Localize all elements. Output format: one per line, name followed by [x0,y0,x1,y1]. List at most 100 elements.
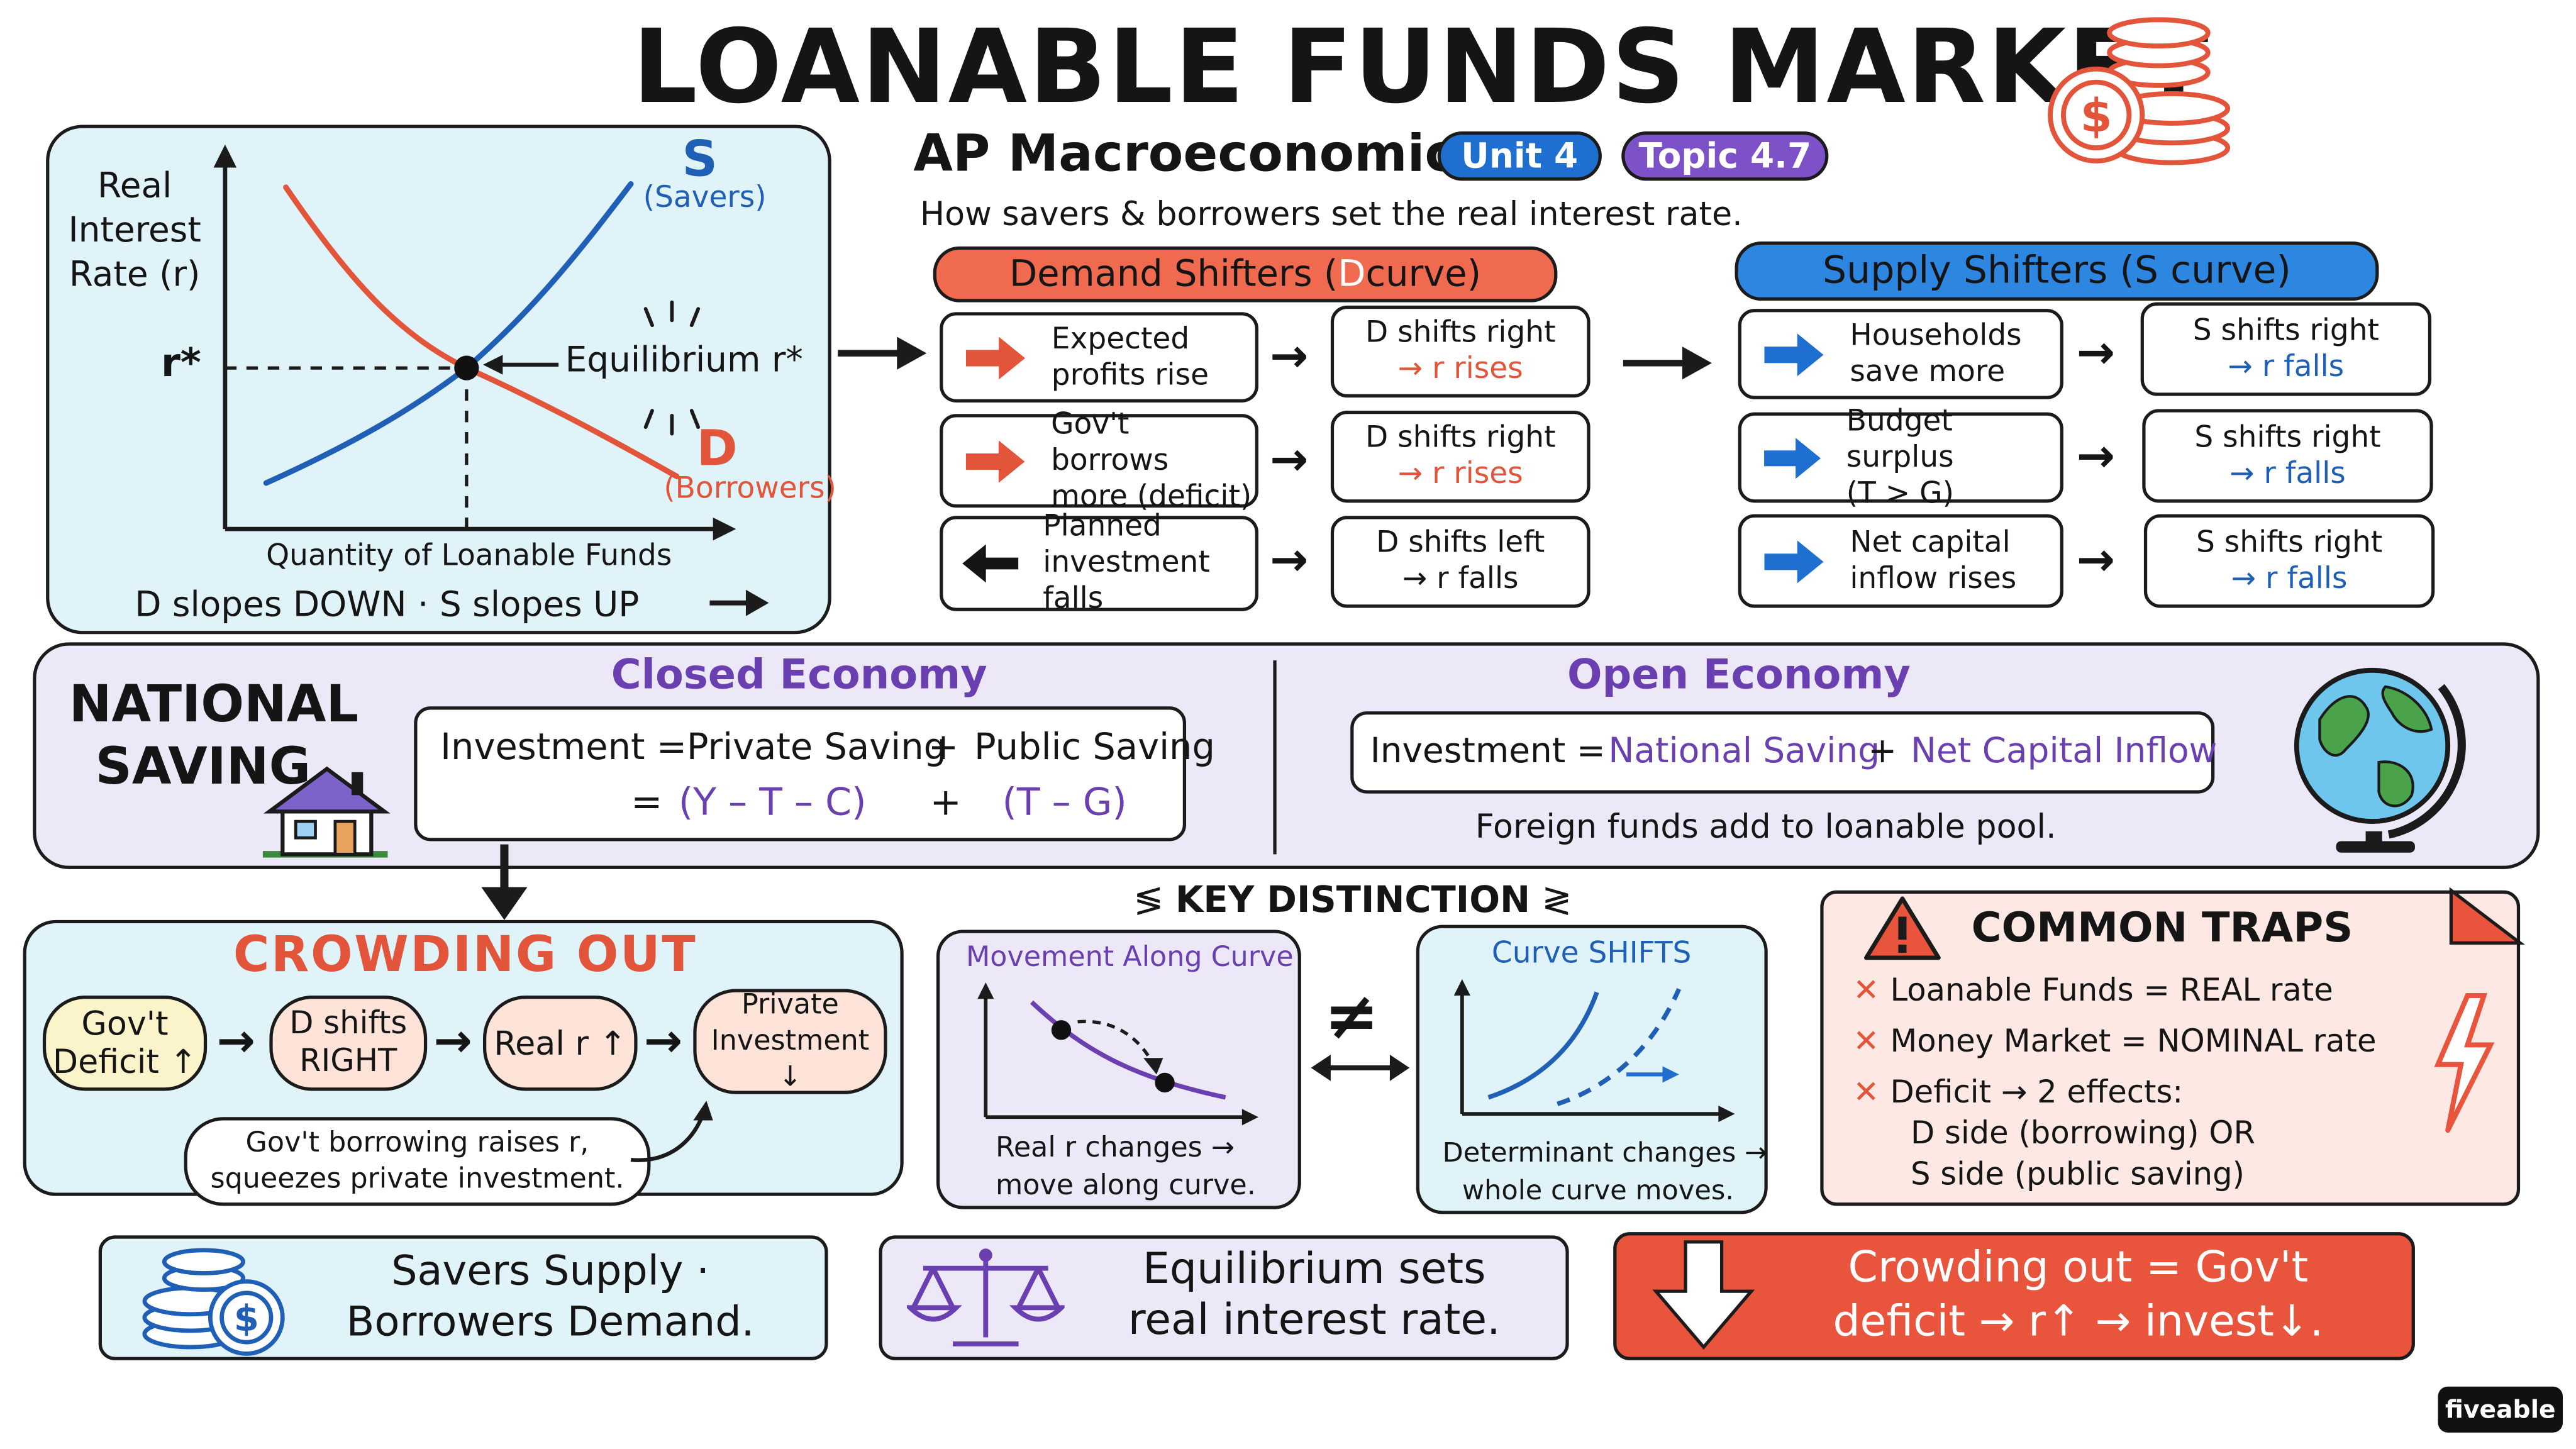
right-arrow-icon [1764,540,1824,583]
equilibrium-label: Equilibrium r* [565,340,803,380]
open-eq-plus: + [1868,731,1897,771]
closed-eq-private-saving: Private Saving [686,728,947,769]
right-arrow-icon [965,336,1026,379]
brand-logo: fiveable [2438,1386,2563,1433]
graph-to-shifters-arrow [838,336,927,370]
svg-text:$: $ [2080,89,2112,143]
closed-eq-plus: + [928,728,959,769]
slopes-note: D slopes DOWN · S slopes UP [135,584,640,625]
down-arrow-icon [1652,1240,1755,1350]
trap-item: ✕ Money Market = NOMINAL rate [1853,1023,2377,1060]
loanable-funds-graph [213,144,769,616]
closed-economy-title: Closed Economy [611,650,987,699]
open-economy-equation [1350,711,2215,794]
arrow-right: → [2076,428,2116,483]
arrow-right: → [2076,532,2116,587]
coin-stack-icon: $ [142,1248,285,1356]
national-saving-label: NATIONAL SAVING [69,675,359,797]
movement-caption: Real r changes → move along curve. [995,1131,1256,1203]
coin-stack-icon: $ [2048,17,2231,165]
closed-eq-public-saving: Public Saving [974,728,1215,769]
arrow-right: → [1270,328,1309,383]
arrow-right: → [433,1013,472,1068]
s-curve-label: S [682,131,718,189]
traps-list: ✕ Loanable Funds = REAL rate ✕ Money Mar… [1853,966,2377,1119]
x-axis-label: Quantity of Loanable Funds [266,538,672,574]
supply-shifter-cause-2: Budget surplus(T > G) [1738,403,2063,510]
open-economy-note: Foreign funds add to loanable pool. [1475,806,2057,847]
curve-shifts-title: Curve SHIFTS [1491,936,1692,971]
key-distinction-title: ≶ KEY DISTINCTION ≷ [1133,880,1572,922]
demand-to-supply-arrow [1623,347,1712,380]
arrow-right: → [643,1013,683,1068]
supply-shifter-effect-1: S shifts right→ r falls [2140,302,2432,396]
not-equal-sign: ≠ [1324,979,1379,1055]
right-arrow-icon [965,439,1025,482]
demand-shifter-effect-1: D shifts right→ r rises [1330,305,1591,398]
warning-icon [1864,896,1941,960]
open-eq-net-capital-inflow: Net Capital Inflow [1910,731,2218,771]
curve-shifts-card [1416,924,1768,1214]
closed-eq-equals: = [631,782,663,825]
crowding-out-note: Gov't borrowing raises r,squeezes privat… [184,1117,651,1206]
course-name: AP Macroeconomics [913,125,1485,184]
topic-badge: Topic 4.7 [1621,131,1829,181]
y-axis-label: Real Interest Rate (r) [68,165,201,294]
scale-icon [906,1248,1065,1346]
demand-shifters-header: Demand Shifters (D curve) [933,246,1558,303]
d-curve-label: D [696,420,738,479]
right-arrow-icon [1764,436,1821,479]
footer-equilibrium-text: Equilibrium sets real interest rate. [1128,1245,1501,1346]
footer-card-equilibrium [879,1235,1569,1360]
trap-item: ✕ Deficit → 2 effects: [1853,1074,2184,1111]
r-star-label: r* [160,340,201,386]
lightning-icon [2434,993,2495,1133]
common-traps-title: COMMON TRAPS [1971,903,2353,952]
national-saving-to-crowding-arrow [481,844,528,920]
crowding-out-title: CROWDING OUT [233,926,697,984]
closed-eq-plus-2: + [930,782,962,825]
crowding-step-real-r: Real r ↑ [482,995,638,1091]
arrow-right: → [1270,532,1309,587]
movement-along-curve-card [936,930,1301,1209]
arrow-right: → [1270,432,1309,487]
trap-item: ✕ Loanable Funds = REAL rate [1853,972,2333,1009]
s-curve-sublabel: (Savers) [643,180,767,216]
economy-divider [1273,660,1277,855]
open-economy-title: Open Economy [1567,650,1911,699]
graph-panel [46,125,831,635]
supply-shifter-effect-2: S shifts right→ r falls [2142,409,2433,503]
movement-along-curve-graph [977,982,1258,1126]
supply-shifters-header: Supply Shifters (S curve) [1735,241,2379,301]
arrow-right: → [216,1013,256,1068]
d-curve-sublabel: (Borrowers) [663,471,836,506]
open-eq-investment: Investment = [1370,731,1606,771]
common-traps-panel [1820,890,2521,1206]
closed-eq-investment: Investment = [440,728,687,769]
globe-icon [2294,667,2466,853]
curve-shift-graph [1453,979,1735,1123]
double-arrow-icon [1311,1055,1410,1081]
svg-text:$: $ [234,1297,259,1340]
footer-savers-text: Savers Supply · Borrowers Demand. [346,1246,755,1346]
right-arrow-icon [1764,332,1824,375]
closed-eq-private-formula: (Y – T – C) [678,782,867,825]
curved-arrow-icon [630,1101,713,1162]
footer-crowding-text: Crowding out = Gov't deficit → r↑ → inve… [1833,1243,2324,1348]
movement-title: Movement Along Curve [965,941,1294,975]
house-icon [262,766,391,858]
left-arrow-icon [962,544,1019,583]
arrow-right: → [2076,325,2116,380]
open-eq-national-saving: National Saving [1608,731,1880,771]
supply-shifter-effect-3: S shifts right→ r falls [2143,514,2435,608]
demand-shifter-effect-3: D shifts left→ r falls [1330,516,1591,608]
